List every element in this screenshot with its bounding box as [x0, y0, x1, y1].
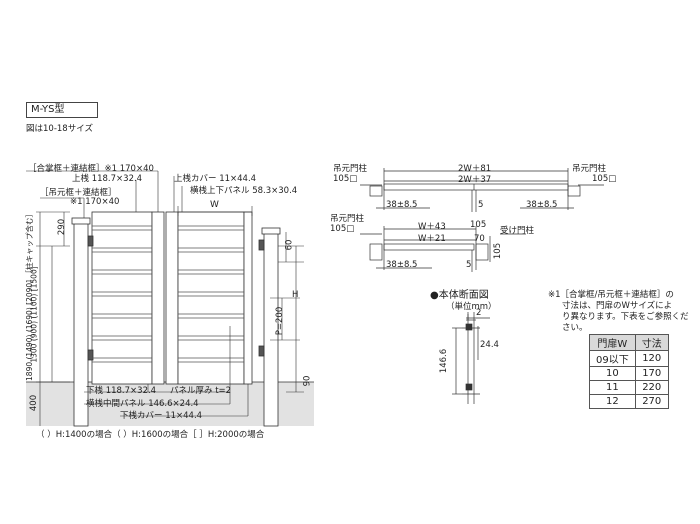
- table-cell: 09以下: [589, 350, 636, 367]
- w-dimension: W: [210, 200, 219, 210]
- table-header: 寸法: [634, 334, 669, 351]
- single-left-post-size: 105□: [330, 224, 355, 234]
- bottom-cover-label: 下桟カバー 11×44.4: [120, 411, 203, 421]
- model-label: M-YS型: [26, 102, 98, 118]
- height-dimensions: [36, 211, 70, 426]
- double-right-post-label: 吊元門柱: [572, 164, 607, 174]
- right-leaf: [177, 211, 245, 385]
- hinge-top: [87, 235, 94, 247]
- table-row: 12 270: [589, 394, 669, 409]
- leader-lines-top: [26, 170, 183, 218]
- hinge-bottom: [87, 349, 94, 361]
- section-dim-2: 2: [476, 308, 482, 318]
- size-note-line3: り異なります。下表をご参照くだ: [562, 312, 689, 322]
- double-right-post-size: 105□: [592, 174, 617, 184]
- section-title: ●本体断面図: [430, 290, 489, 301]
- section-dim-1466: 146.6: [439, 348, 450, 374]
- table-cell: 120: [634, 350, 669, 367]
- top-rail-label: 上桟 118.7×32.4: [72, 174, 143, 184]
- right-leaf-slats: [178, 225, 244, 363]
- single-inner-dim: W＋21: [418, 234, 446, 244]
- size-note-line2: 寸法は、門扉のWサイズによ: [562, 301, 673, 311]
- single-gap-dim: 5: [466, 260, 472, 270]
- table-cell: 11: [589, 380, 636, 395]
- left-leaf-slats: [92, 225, 152, 363]
- section-dim-244: 24.4: [480, 340, 499, 350]
- hinge-frame-dim-label: ※1 170×40: [70, 197, 120, 207]
- double-gap-dim: 5: [478, 200, 484, 210]
- size-note-label: 図は10-18サイズ: [26, 124, 93, 134]
- left-leaf: [91, 211, 153, 385]
- hinge-top-right: [258, 239, 265, 251]
- top-cover-label: 上桟カバー 11×44.4: [174, 174, 257, 184]
- table-header: 門扉W: [589, 334, 636, 351]
- single-left-post-label: 吊元門柱: [330, 214, 365, 224]
- double-left-post-size: 105□: [333, 174, 358, 184]
- table-cell: 270: [634, 394, 669, 409]
- single-left-dim: 38±8.5: [386, 260, 418, 270]
- double-left-post-label: 吊元門柱: [333, 164, 368, 174]
- table-row: 10 170: [589, 366, 669, 381]
- size-note-line4: さい。: [562, 323, 588, 333]
- frame-top-label: ［合掌框＋連結框］※1 170×40: [28, 164, 154, 174]
- table-cell: 10: [589, 366, 636, 381]
- single-dim-70: 70: [474, 234, 485, 244]
- right-dimensions: [270, 232, 304, 393]
- leader-lines-bottom: [84, 326, 249, 417]
- table-row: 11 220: [589, 380, 669, 395]
- table-cell: 170: [634, 366, 669, 381]
- footnote: （ ）H:1400の場合（ ）H:1600の場合［ ］H:2000の場合: [36, 430, 265, 440]
- double-left-dim: 38±8.5: [386, 200, 418, 210]
- size-note-line1: ※1［合掌框/吊元框＋連結框］の: [548, 290, 674, 300]
- mid-panel-label: 横桟中間パネル 146.6×24.4: [86, 399, 199, 409]
- table-row: 09以下 120: [589, 350, 669, 367]
- single-right-post-label: 受け門柱: [500, 226, 535, 236]
- top-panel-label: 横桟上下パネル 58.3×30.4: [190, 186, 298, 196]
- table-cell: 12: [589, 394, 636, 409]
- bottom-rail-label: 下桟 118.7×32.4: [86, 386, 157, 396]
- h-dimension: H: [292, 290, 299, 300]
- right-post-cap: [261, 227, 281, 235]
- left-post-cap: [71, 217, 91, 225]
- panel-thickness-label: パネル厚み t=2: [170, 386, 232, 396]
- double-right-dim: 38±8.5: [526, 200, 558, 210]
- double-outer-dim: 2W＋81: [458, 164, 492, 174]
- hinge-frame-label: ［吊元框＋連結框］: [40, 188, 117, 198]
- double-inner-dim: 2W＋37: [458, 175, 492, 185]
- single-dim-105: 105: [470, 220, 487, 230]
- single-outer-dim: W＋43: [418, 222, 446, 232]
- table-cell: 220: [634, 380, 669, 395]
- hinge-bottom-right: [258, 345, 265, 357]
- size-table: 門扉W 寸法 09以下 120 10 170 11 220 12 270: [589, 334, 669, 409]
- section-unit: （単位mm）: [446, 302, 497, 312]
